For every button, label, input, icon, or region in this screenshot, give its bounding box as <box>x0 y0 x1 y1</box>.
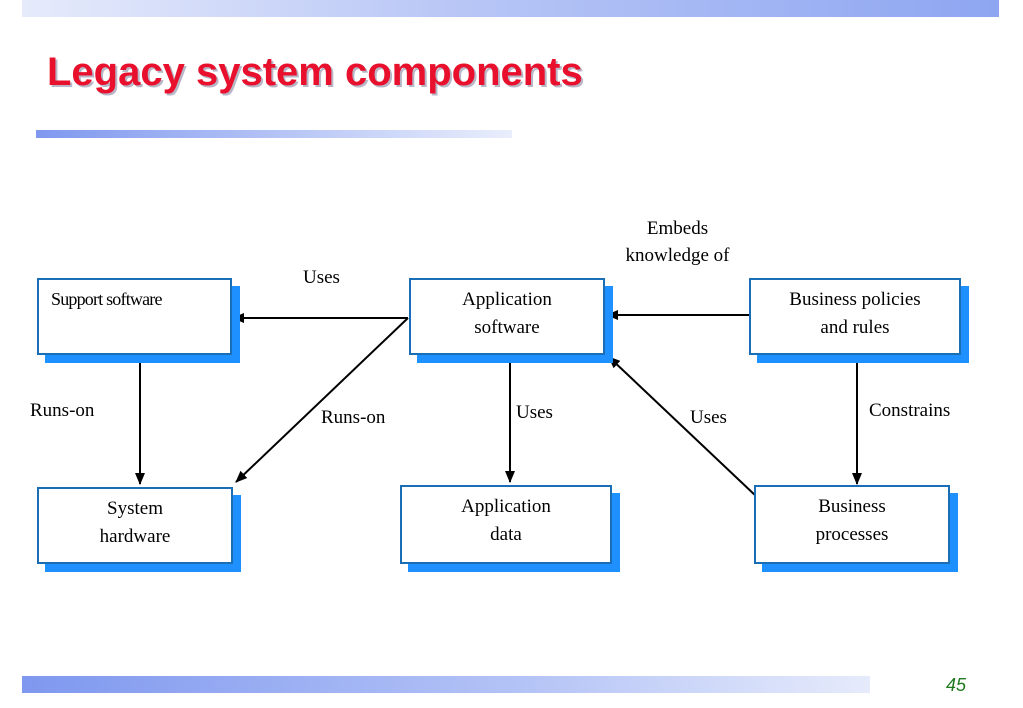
edge-label-constrains: Constrains <box>869 400 951 421</box>
node-application-software-line1: Application <box>462 289 552 310</box>
edge-label-runs-on-middle: Runs-on <box>321 407 386 428</box>
node-support-software-label: Support software <box>51 289 162 309</box>
edge-processes-to-app <box>608 356 758 498</box>
node-system-hardware: System hardware <box>37 487 233 564</box>
edge-app-to-hardware <box>235 317 409 483</box>
title-underline <box>36 130 512 138</box>
edge-label-uses-data: Uses <box>516 402 553 423</box>
edge-label-uses-support: Uses <box>303 267 340 288</box>
edge-label-embeds-knowledge: Embeds knowledge of <box>610 216 745 269</box>
edge-label-embeds-line2: knowledge of <box>625 244 730 266</box>
node-application-data-line1: Application <box>461 496 551 517</box>
edge-label-embeds-line1: Embeds <box>646 218 709 239</box>
node-application-data: Application data <box>400 485 612 564</box>
node-business-policies-line2: and rules <box>820 316 890 338</box>
bottom-decorative-bar <box>22 676 870 693</box>
node-application-software: Application software <box>409 278 605 355</box>
top-decorative-bar <box>22 0 999 17</box>
node-business-processes: Business processes <box>754 485 950 564</box>
edge-label-runs-on-left: Runs-on <box>30 400 95 421</box>
node-support-software: Support software <box>37 278 232 355</box>
node-application-data-line2: data <box>490 523 522 545</box>
edge-label-uses-processes: Uses <box>690 407 727 428</box>
node-application-software-line2: software <box>474 316 540 338</box>
slide-title: Legacy system components <box>47 50 583 94</box>
node-business-policies: Business policies and rules <box>749 278 961 355</box>
node-business-processes-line1: Business <box>818 496 886 517</box>
page-number: 45 <box>946 675 967 695</box>
node-business-policies-line1: Business policies <box>789 289 921 310</box>
node-system-hardware-line1: System <box>107 498 163 519</box>
node-system-hardware-line2: hardware <box>99 525 171 547</box>
node-business-processes-line2: processes <box>815 523 889 545</box>
